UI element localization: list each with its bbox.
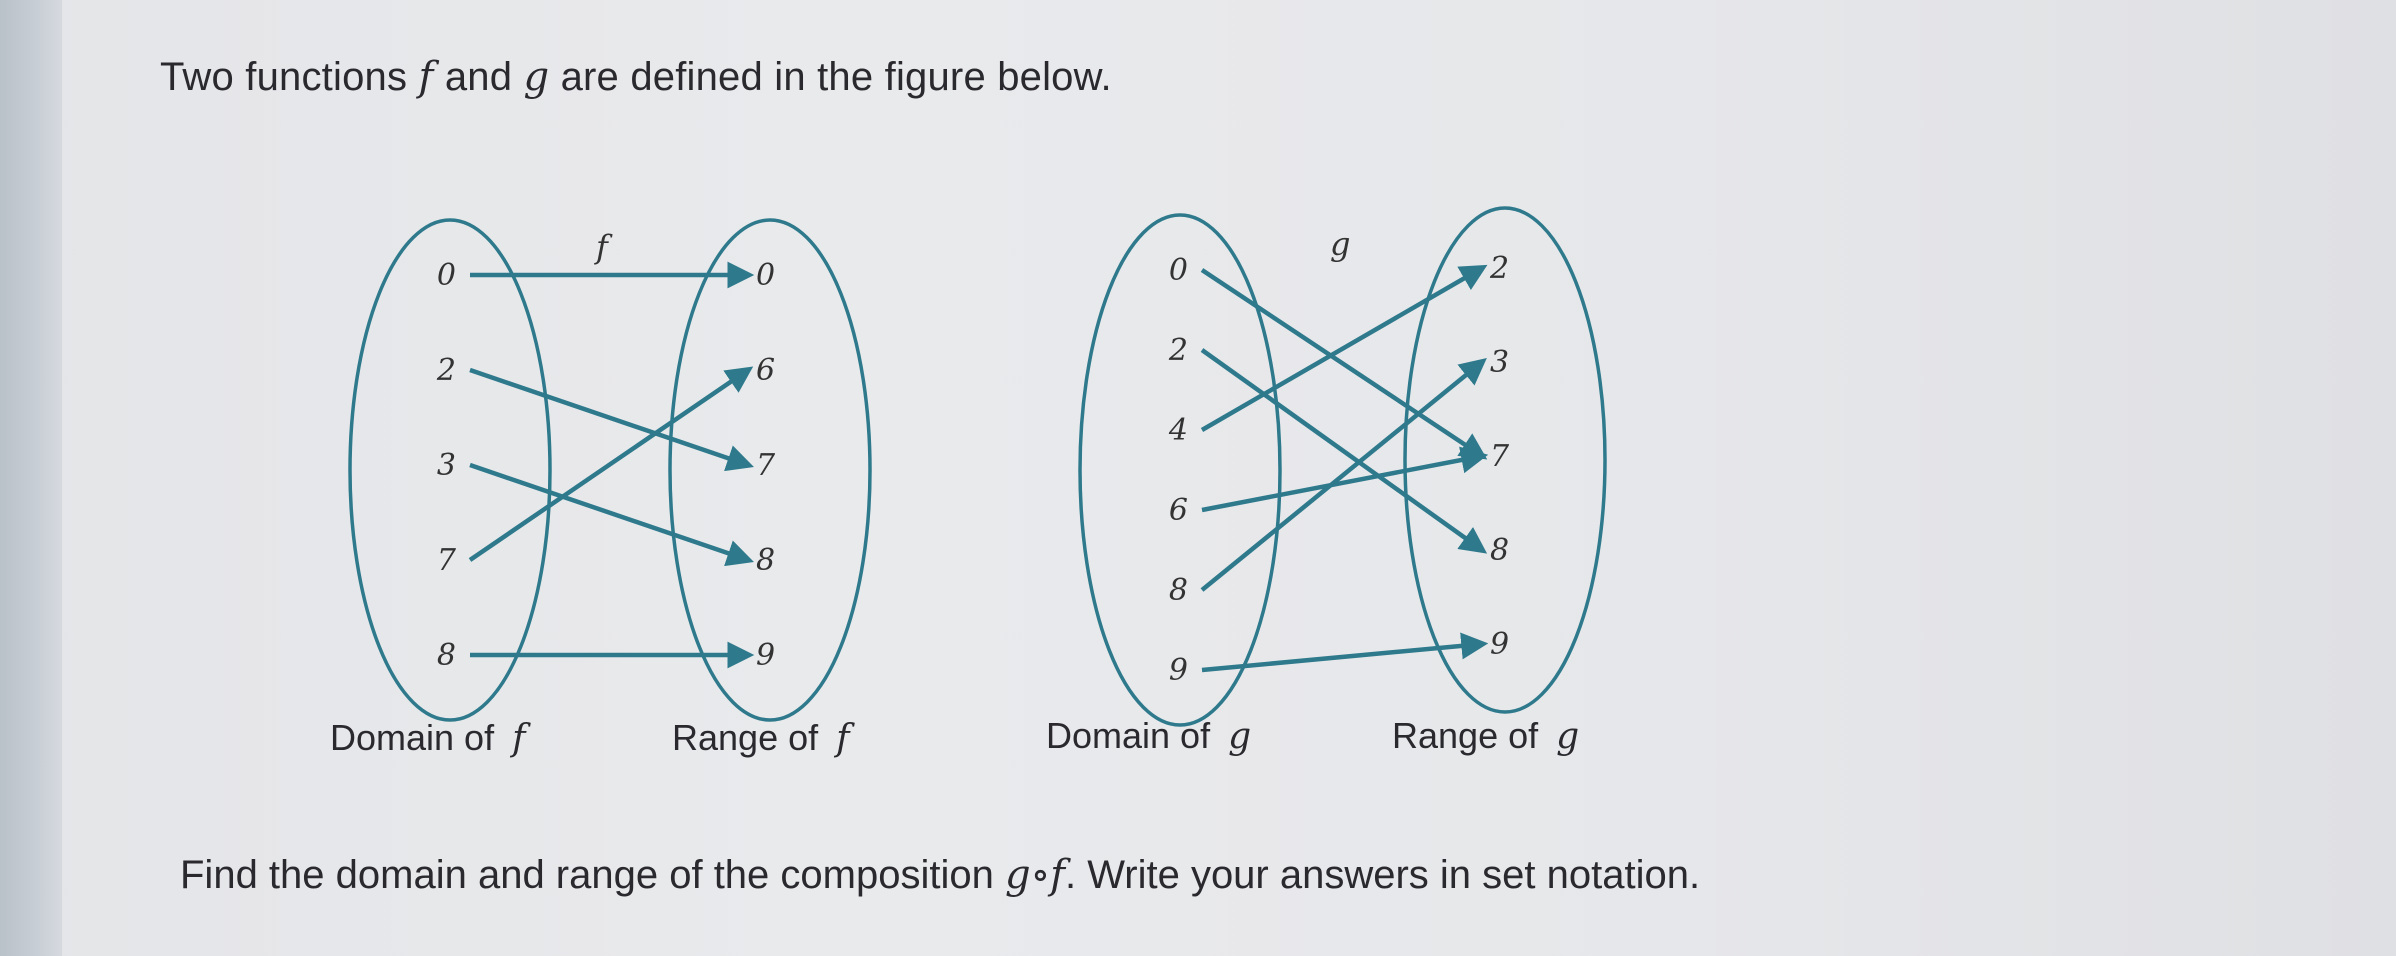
intro-text: Two functions f and g are defined in the… xyxy=(160,54,1112,100)
diagram_f-domain-value: 2 xyxy=(436,353,456,388)
diagram_g-domain-value: 8 xyxy=(1169,573,1188,608)
intro-part: Two functions xyxy=(160,55,419,99)
diagram_g-range-value: 9 xyxy=(1490,627,1509,662)
question-text: Find the domain and range of the composi… xyxy=(180,852,1700,898)
diagram_f-domain-value: 8 xyxy=(437,638,456,673)
diagram_f-domain-value: 7 xyxy=(437,543,457,578)
diagram_g-domain-value: 0 xyxy=(1169,253,1188,288)
caption-text: Range of xyxy=(1392,715,1539,756)
diagram_f-range-value: 7 xyxy=(756,448,776,483)
caption-var: f xyxy=(509,718,531,759)
diagram_g-range-value: 8 xyxy=(1490,533,1509,568)
diagram_f-domain-value: 0 xyxy=(437,258,456,293)
intro-f-symbol: f xyxy=(418,54,434,100)
range-f-caption: Range of f xyxy=(672,717,855,759)
diagram_g-mapping-arrow xyxy=(1200,358,1487,592)
diagram_g-mapping-arrow xyxy=(1200,264,1488,432)
diagram_g-mapping-arrow xyxy=(1201,446,1489,513)
range-g-caption: Range of g xyxy=(1392,715,1579,757)
caption-var: g xyxy=(1228,716,1251,757)
intro-g-symbol: g xyxy=(523,54,550,100)
diagram_g-domain-value: 9 xyxy=(1169,653,1188,688)
caption-var: f xyxy=(833,718,855,759)
diagram_f-mapping-arrow xyxy=(469,367,754,472)
domain-f-oval xyxy=(348,218,552,722)
caption-text: Range of xyxy=(672,717,819,758)
diagram_f-domain-value: 3 xyxy=(437,448,456,483)
caption-text: Domain of xyxy=(330,717,495,758)
composition-symbol: g∘f xyxy=(1004,852,1065,898)
domain-g-caption: Domain of g xyxy=(1046,715,1251,757)
range-g-oval xyxy=(1403,206,1607,714)
intro-part: and xyxy=(433,55,524,99)
domain-g-oval xyxy=(1078,213,1282,727)
caption-text: Domain of xyxy=(1046,715,1211,756)
diagram_f-range-value: 9 xyxy=(756,638,775,673)
diagram_f-mapping-arrow xyxy=(468,366,754,562)
range-f-oval xyxy=(668,218,872,722)
diagram_g-range-value: 3 xyxy=(1490,345,1509,380)
diagram_g-mapping-arrow xyxy=(1200,268,1488,460)
diagram-g: g 0 2 4 6 8 9 2 3 7 8 9 Domain of g Range of g xyxy=(1046,206,1607,757)
intro-part: are defined in the figure below. xyxy=(549,55,1112,99)
diagram_g-domain-value: 2 xyxy=(1168,333,1188,368)
diagram_g-domain-value: 6 xyxy=(1169,493,1188,528)
diagram_g-range-value: 7 xyxy=(1490,439,1510,474)
question-part: . Write your answers in set notation. xyxy=(1065,853,1701,897)
diagram_f-range-value: 0 xyxy=(756,258,775,293)
diagram_f-range-value: 8 xyxy=(756,543,775,578)
caption-var: g xyxy=(1556,716,1579,757)
domain-f-caption: Domain of f xyxy=(330,717,531,759)
question-part: Find the domain and range of the composi… xyxy=(180,853,1005,897)
diagram_f-range-value: 6 xyxy=(756,353,775,388)
diagram_g-domain-value: 4 xyxy=(1168,413,1188,448)
left-edge-strip xyxy=(0,0,62,956)
function-g-label: g xyxy=(1330,225,1350,263)
function-f-label: f xyxy=(594,228,613,266)
diagram_f-mapping-arrow xyxy=(469,462,754,567)
diagram-f: f 0 2 3 7 8 0 6 7 8 9 Domain of f Range of f xyxy=(330,218,872,759)
diagram_g-range-value: 2 xyxy=(1489,251,1509,286)
diagram_g-mapping-arrow xyxy=(1200,348,1488,554)
diagram_g-mapping-arrow xyxy=(1201,632,1489,673)
